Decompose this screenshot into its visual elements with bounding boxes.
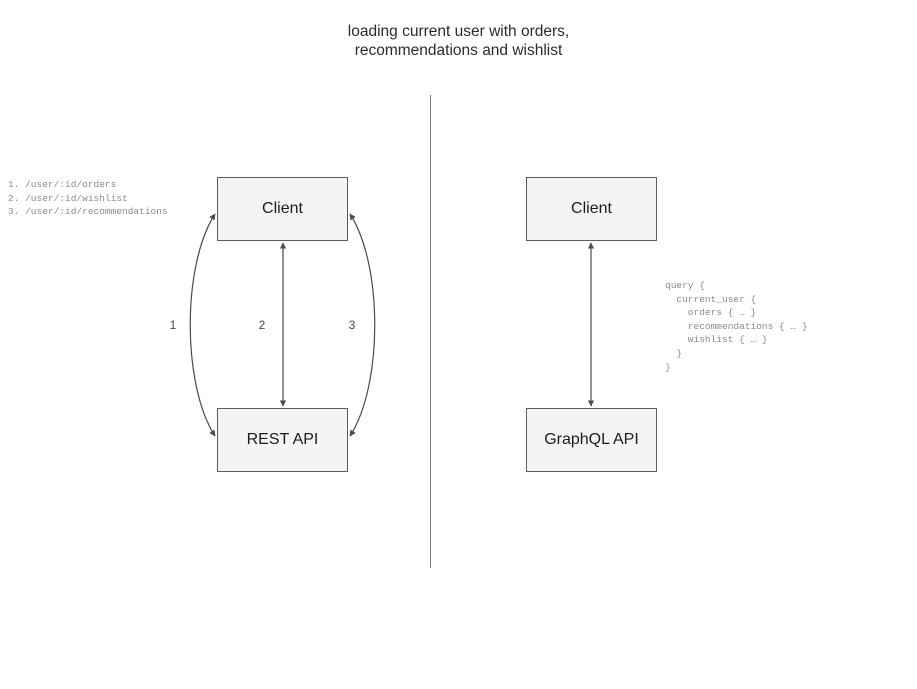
node-rest-api[interactable]: REST API: [217, 408, 348, 472]
edge-label-3: 3: [348, 318, 356, 332]
vertical-divider: [430, 95, 431, 568]
edge-rest-1: [189, 213, 216, 437]
graphql-query-snippet: query { current_user { orders { … } reco…: [665, 280, 808, 373]
edge-label-1: 1: [169, 318, 177, 332]
node-client-rest[interactable]: Client: [217, 177, 348, 241]
page-title: loading current user with orders, recomm…: [347, 23, 570, 59]
node-graphql-api[interactable]: GraphQL API: [526, 408, 657, 472]
edge-label-2: 2: [258, 318, 266, 332]
edge-rest-3: [349, 213, 376, 437]
rest-endpoint-list: 1. /user/:id/orders 2. /user/:id/wishlis…: [8, 179, 168, 218]
node-client-graphql[interactable]: Client: [526, 177, 657, 241]
